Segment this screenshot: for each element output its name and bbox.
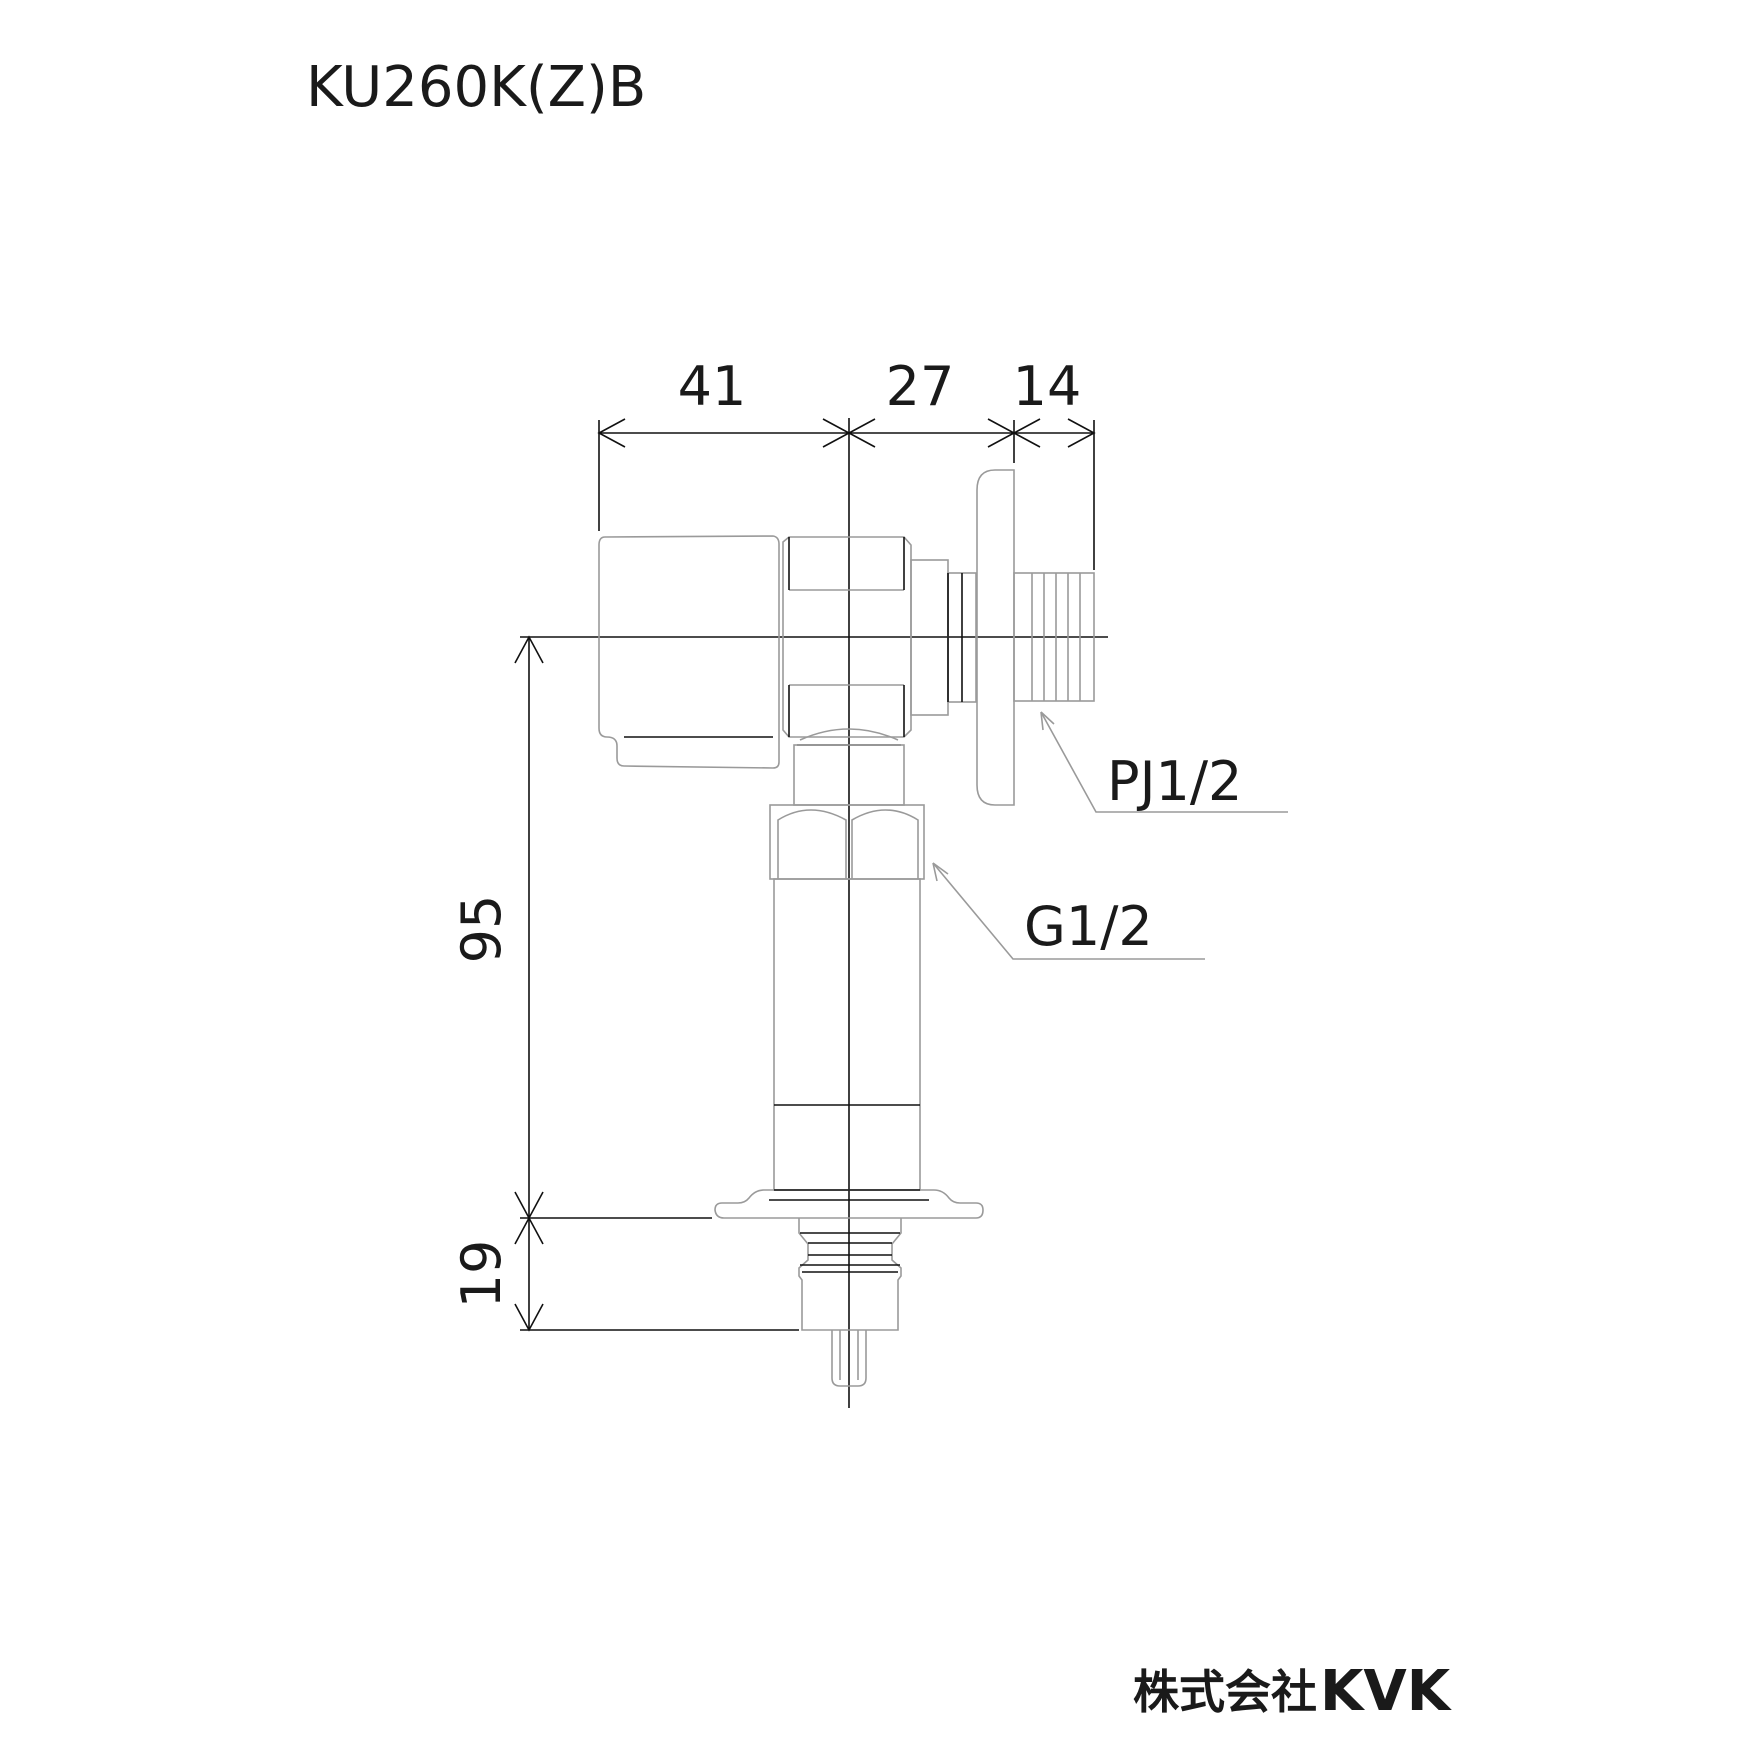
callout-g-label: G1/2 xyxy=(1024,895,1153,958)
lower-hex-nut xyxy=(769,804,925,880)
kvk-logo: 株式会社 KVK xyxy=(1133,1659,1453,1724)
vertical-dimensions: 95 19 xyxy=(450,635,799,1332)
dim-14: 14 xyxy=(1013,355,1082,418)
dim-95: 95 xyxy=(450,895,513,964)
callout-g: G1/2 xyxy=(932,862,1205,960)
bottom-fitting xyxy=(798,1218,902,1387)
logo-brand: KVK xyxy=(1320,1659,1453,1724)
supply-tube xyxy=(773,878,921,1191)
dim-27: 27 xyxy=(886,355,955,418)
logo-company: 株式会社 xyxy=(1133,1665,1317,1719)
model-title: KU260K(Z)B xyxy=(306,55,646,120)
callout-pj: PJ1/2 xyxy=(1040,711,1288,813)
valve-handle-cap xyxy=(598,535,780,769)
dim-41: 41 xyxy=(678,355,747,418)
base-flange xyxy=(714,1189,984,1219)
wall-flange xyxy=(976,469,1015,806)
callout-pj-label: PJ1/2 xyxy=(1107,750,1242,813)
outer-thread xyxy=(1013,572,1095,702)
dim-19: 19 xyxy=(450,1240,513,1309)
upper-hex-nut xyxy=(782,536,912,738)
thread-ring xyxy=(947,572,977,703)
